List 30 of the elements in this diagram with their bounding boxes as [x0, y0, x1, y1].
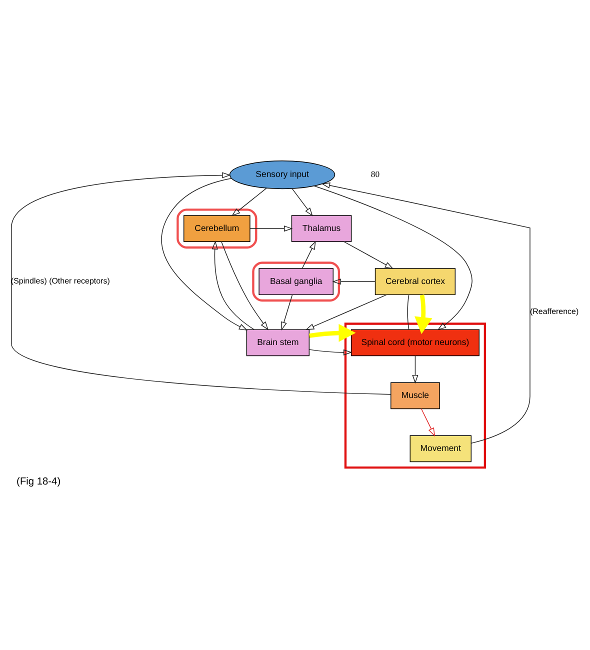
- node-box: Brain stem: [246, 328, 310, 356]
- connector: [407, 294, 410, 330]
- arrow: [232, 187, 267, 216]
- arrow: [281, 294, 293, 330]
- arrow: [161, 178, 248, 330]
- arrow: [250, 225, 293, 232]
- node-box: Basal ganglia: [258, 268, 334, 295]
- node-box: Muscle: [390, 382, 440, 409]
- arrow: [292, 188, 313, 216]
- node-box: Thalamus: [291, 214, 352, 242]
- arrow: [308, 348, 352, 355]
- caption: (Fig 18-4): [16, 476, 61, 487]
- arrow: [308, 323, 356, 342]
- arrow: [414, 294, 432, 334]
- arrow: [344, 240, 394, 268]
- arrow: [332, 278, 376, 284]
- arrow: [305, 294, 387, 330]
- arrow: [212, 240, 254, 330]
- arrow: [10, 172, 392, 394]
- edge-label: (Reafference): [530, 306, 579, 316]
- node-box: Cerebellum: [184, 214, 250, 242]
- arrow: [421, 408, 436, 436]
- arrow: [302, 240, 316, 268]
- arrow: [314, 185, 472, 330]
- node-box: Cerebral cortex: [374, 268, 456, 295]
- node-box: Movement: [410, 434, 472, 462]
- label: 80: [370, 168, 380, 179]
- node-box: Spinal cord (motor neurons): [350, 328, 480, 356]
- arrow: [412, 354, 418, 384]
- arrow: [221, 240, 268, 330]
